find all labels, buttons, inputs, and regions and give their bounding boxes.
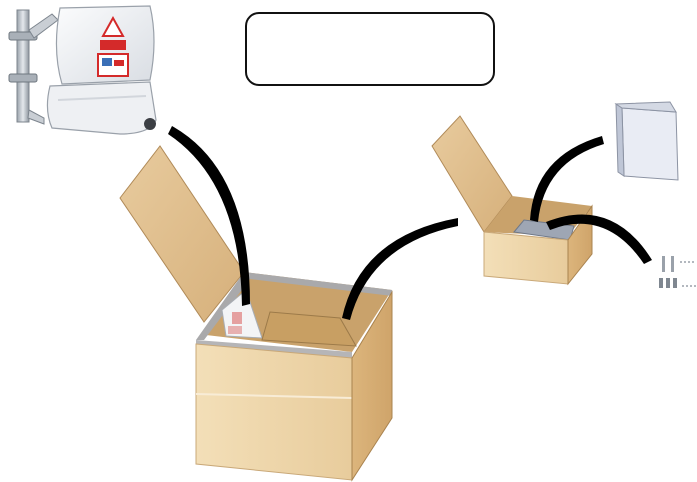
folding-seat-icon [9,6,156,134]
small-box [432,116,592,284]
manual-book-icon [616,102,678,180]
screws-icon [659,256,696,288]
